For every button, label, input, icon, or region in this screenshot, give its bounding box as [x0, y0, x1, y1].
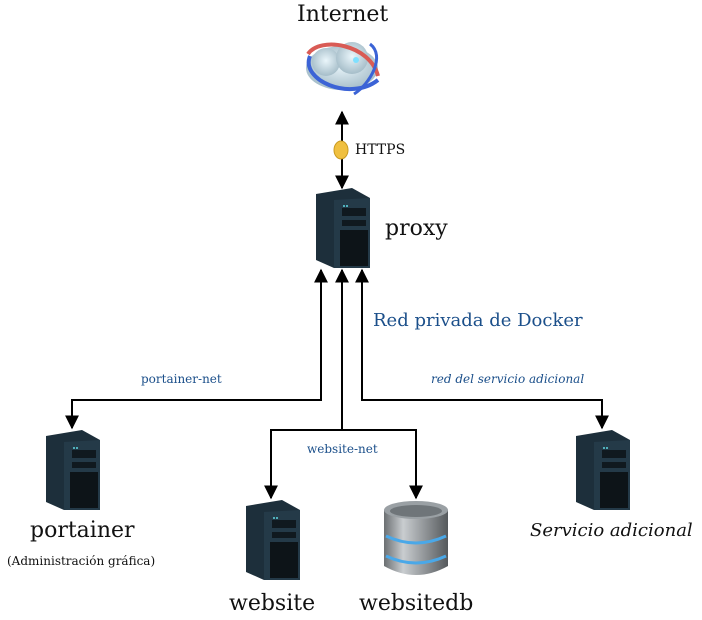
database-icon: [384, 501, 448, 575]
portainer-net-link: [65, 268, 328, 430]
portainer-sublabel: (Administración gráfica): [7, 554, 156, 568]
website-net-link-websitedb: [342, 429, 423, 500]
websitedb-label: websitedb: [359, 591, 474, 616]
https-label: HTTPS: [355, 142, 406, 158]
servicio-label: Servicio adicional: [530, 520, 693, 541]
padlock-icon: [333, 140, 349, 160]
website-server-icon: [246, 500, 300, 580]
servicio-net-label: red del servicio adicional: [431, 372, 585, 386]
servicio-net-link: [355, 268, 609, 430]
servicio-server-icon: [576, 430, 630, 510]
proxy-label: proxy: [385, 216, 448, 241]
cloud-globe-icon: [306, 42, 380, 96]
portainer-net-label: portainer-net: [141, 372, 222, 386]
website-label: website: [229, 591, 316, 616]
website-net-label: website-net: [307, 442, 378, 456]
portainer-server-icon: [46, 430, 100, 510]
internet-label: Internet: [297, 2, 389, 27]
proxy-server-icon: [316, 188, 370, 268]
website-net-link-website: [264, 429, 342, 500]
portainer-label: portainer: [30, 518, 135, 543]
private-network-label: Red privada de Docker: [373, 310, 583, 331]
